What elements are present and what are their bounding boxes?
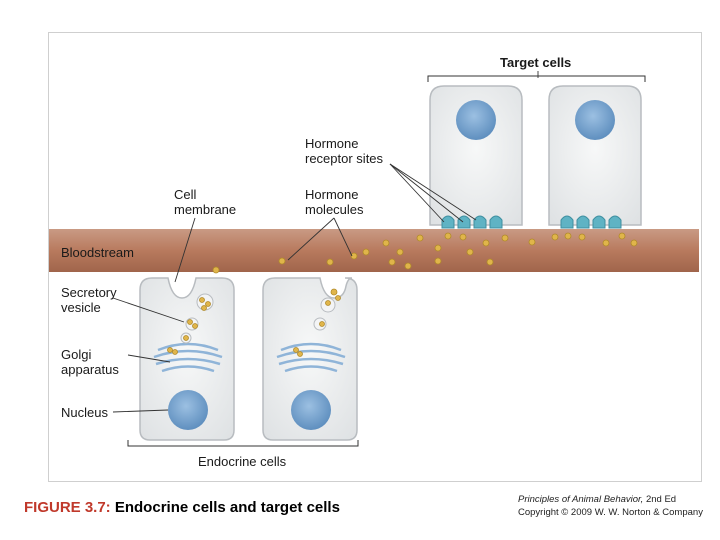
endocrine-cells-label: Endocrine cells: [198, 454, 287, 469]
golgi-apparatus: [276, 342, 346, 373]
endocrine-cell: [262, 277, 358, 441]
endocrine-cells-bracket: [127, 440, 359, 447]
book-edition: 2nd Ed: [643, 494, 677, 505]
golgi-apparatus: [153, 342, 223, 373]
hormone-molecules: [167, 232, 638, 357]
leader-lines: [112, 71, 539, 413]
bloodstream-band: [49, 229, 699, 272]
target-cell: [429, 85, 523, 226]
hormone-receptor-sites-label: Hormone receptor sites: [305, 136, 384, 166]
bloodstream-label: Bloodstream: [61, 245, 134, 260]
target-cell-nucleus: [575, 100, 615, 140]
target-cell: [548, 85, 642, 226]
nucleus-label: Nucleus: [61, 405, 108, 420]
figure-title: Endocrine cells and target cells: [110, 499, 340, 516]
secretory-vesicle-label: Secretory vesicle: [61, 285, 117, 315]
hormone-molecules-label: Hormone molecules: [305, 187, 364, 217]
golgi-apparatus-label: Golgi apparatus: [61, 347, 119, 377]
receptor-sites: [441, 215, 622, 229]
book-title: Principles of Animal Behavior,: [518, 494, 644, 505]
target-cells-bracket: [427, 75, 646, 82]
copyright-line: Copyright © 2009 W. W. Norton & Company: [518, 507, 703, 518]
target-cells-label: Target cells: [500, 55, 572, 70]
figure-caption: FIGURE 3.7: Endocrine cells and target c…: [24, 499, 340, 516]
credit-block: Principles of Animal Behavior, 2nd Ed Co…: [518, 493, 708, 519]
endocrine-nucleus: [168, 390, 208, 430]
target-cell-nucleus: [456, 100, 496, 140]
figure-number: FIGURE 3.7:: [24, 499, 111, 516]
endocrine-nucleus: [291, 390, 331, 430]
endocrine-cell: [139, 277, 235, 441]
cell-membrane-label: Cell membrane: [174, 187, 237, 217]
